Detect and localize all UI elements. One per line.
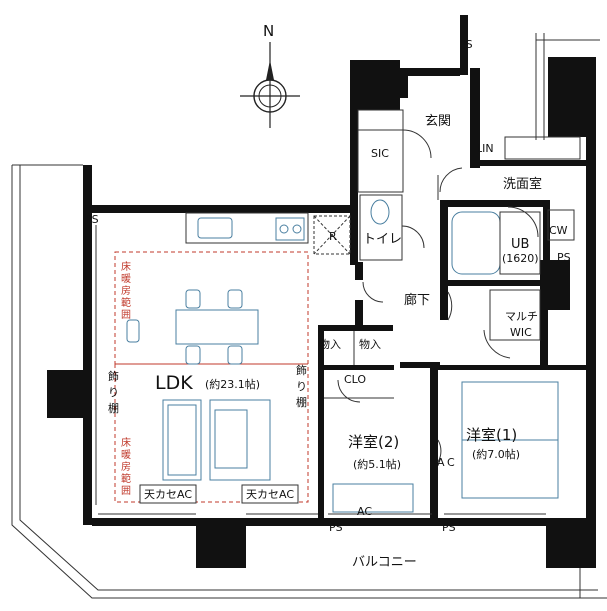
multi-wic-label-1: マルチ <box>505 310 538 323</box>
room2-label: 洋室(2) <box>348 433 399 451</box>
floor-heating-top-char-2: 暖 <box>121 272 131 285</box>
clo-label: CLO <box>344 373 366 386</box>
balcony-label: バルコニー <box>352 555 417 570</box>
floor-heating-bottom-char-1: 床 <box>121 436 131 449</box>
floor-heating-bottom-char-2: 暖 <box>121 448 131 461</box>
floor-heating-labels: 床 暖 房 範 囲 床 暖 房 範 囲 <box>121 260 131 497</box>
shelf-right-char-2: り <box>296 380 307 393</box>
room2-area-label: (約5.1帖) <box>353 457 401 471</box>
storage-label-2: 物入 <box>359 337 381 351</box>
entrance-label: 玄関 <box>425 114 451 129</box>
toilet-label: トイレ <box>363 232 402 247</box>
equipment-labels: 天カセAC 天カセAC AC A C PS PS PS PS PS <box>85 38 571 534</box>
ldk-furniture <box>126 199 390 481</box>
ub-size-label: (1620) <box>502 252 539 265</box>
ldk-area-label: (約23.1帖) <box>205 377 260 391</box>
ceiling-ac-label-2: 天カセAC <box>246 488 294 501</box>
shelf-labels: 飾 り 棚 飾 り 棚 <box>108 364 307 415</box>
floor-heating-areas <box>114 251 309 503</box>
floor-heating-top-char-3: 房 <box>121 284 131 297</box>
refrigerator-label: R <box>329 230 337 243</box>
shelf-left-char-1: 飾 <box>108 370 119 383</box>
washroom-label: 洗面室 <box>503 176 542 192</box>
compass: N <box>240 22 300 128</box>
walls <box>47 15 596 568</box>
floor-heating-top-char-1: 床 <box>121 260 131 273</box>
shelf-left-char-2: り <box>108 386 119 399</box>
floor-heating-bottom-char-4: 範 <box>121 472 131 485</box>
room1-label: 洋室(1) <box>466 426 517 444</box>
ceiling-ac-label-1: 天カセAC <box>144 488 192 501</box>
ac-room1-label-b: C <box>447 456 455 469</box>
storage-label-1: 物入 <box>319 337 341 351</box>
room-labels: 玄関 SIC LIN 洗面室 トイレ UB (1620) CW 廊下 マルチ W… <box>155 114 568 570</box>
ac-room2-label: AC <box>357 505 372 518</box>
cw-label: CW <box>549 224 568 237</box>
floor-heating-top-char-5: 囲 <box>121 309 131 321</box>
ps-bottom-label-2: PS <box>442 521 456 534</box>
floor-heating-bottom-char-5: 囲 <box>121 485 131 497</box>
ps-bottom-label-1: PS <box>329 521 343 534</box>
floor-heating-top-char-4: 範 <box>121 296 131 309</box>
ub-label: UB <box>511 237 529 252</box>
shelf-right-char-1: 飾 <box>296 364 307 377</box>
corridor-label: 廊下 <box>404 292 430 308</box>
sic-label: SIC <box>371 147 389 160</box>
ps-top-label: PS <box>459 38 473 51</box>
lin-label: LIN <box>476 142 494 155</box>
ps-left-label: PS <box>85 213 99 226</box>
shelf-right-char-3: 棚 <box>296 395 307 409</box>
interior-lines <box>95 109 581 515</box>
ac-room1-label-a: A <box>437 456 445 469</box>
multi-wic-label-2: WIC <box>510 326 532 339</box>
compass-north-label: N <box>263 22 274 40</box>
room1-area-label: (約7.0帖) <box>472 447 520 461</box>
floor-heating-bottom-char-3: 房 <box>121 460 131 473</box>
ps-ub-label: PS <box>557 251 571 264</box>
shelf-left-char-3: 棚 <box>108 401 119 415</box>
ldk-label: LDK <box>155 372 193 394</box>
